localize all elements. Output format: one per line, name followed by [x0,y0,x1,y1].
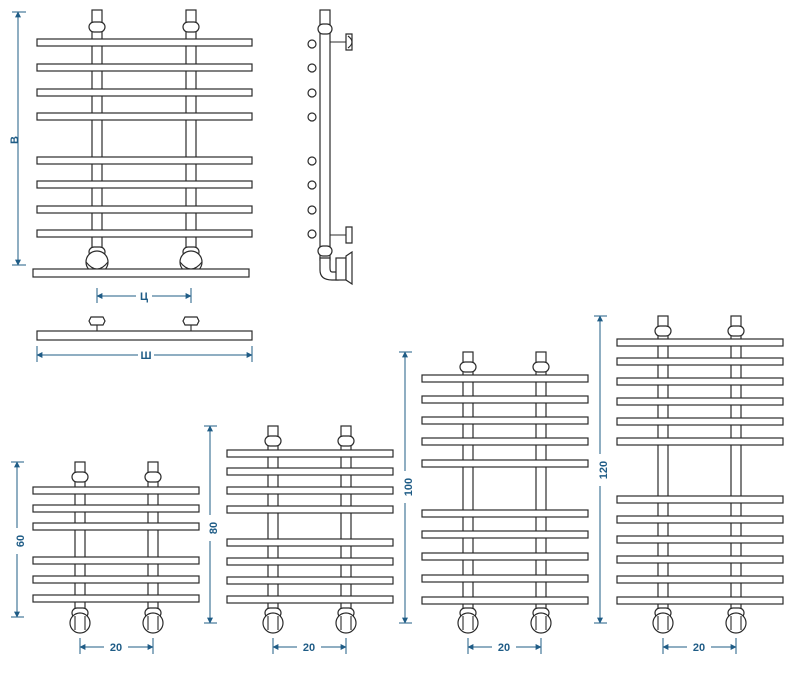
side-bar-ends [307,39,317,239]
model-80-height-label: 80 [208,522,220,534]
right-hex-nut [182,316,200,326]
front-bar [36,205,253,214]
model-80-center-label: 20 [303,642,315,654]
width-letter-label: Ш [140,350,151,362]
front-bar [36,156,253,165]
front-bar [36,112,253,121]
top-view: Ш [36,316,253,362]
front-left-post [91,9,103,263]
model-100-height-label: 100 [403,478,415,496]
model-60-center-label: 20 [110,642,122,654]
front-left-fitting [85,246,109,274]
height-letter-label: В [9,136,21,144]
front-view: В Ц [9,9,253,303]
front-bar [36,229,253,238]
model-120-center-label: 20 [693,642,705,654]
top-view-bar [36,330,253,341]
model-60-height-label: 60 [15,535,27,547]
front-right-top-cap [182,21,200,33]
front-bar [36,88,253,97]
front-bar [36,38,253,47]
front-base-plate [32,268,250,278]
front-right-post [185,9,197,263]
front-bar [36,180,253,189]
model-100: 100 20 [397,351,589,654]
front-bars [36,38,253,238]
center-letter-label: Ц [140,291,148,303]
model-100-center-label: 20 [498,642,510,654]
front-left-top-cap [88,21,106,33]
model-80: 80 20 [202,425,394,654]
front-bar [36,63,253,72]
left-hex-nut [88,316,106,326]
side-post [319,9,331,261]
model-120-height-label: 120 [598,461,610,479]
model-120: 120 20 [592,315,784,654]
side-view [307,9,353,286]
model-60: 60 20 [9,461,200,654]
